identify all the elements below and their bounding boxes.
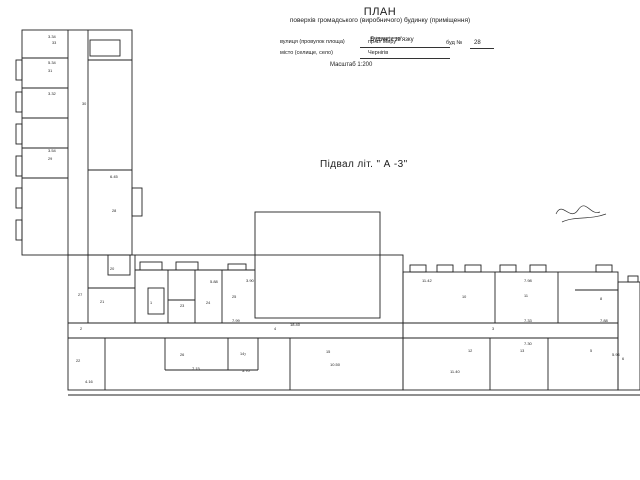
room-number-label: 23 [180, 304, 184, 308]
dimension-label: 4.16 [85, 379, 94, 384]
room-number-label: 7 [244, 353, 246, 357]
room-number-label: 14 [240, 352, 244, 356]
plan-subtitle: поверхів громадського (виробничого) буди… [289, 17, 471, 24]
room-number-label: 21 [100, 300, 104, 304]
room-number-label: 11 [524, 294, 528, 298]
staircase [107, 254, 131, 276]
dimension-label: 11.40 [450, 369, 460, 374]
window-bay [529, 264, 547, 273]
room-number-label: 1 [150, 301, 152, 305]
window-bay [436, 264, 454, 273]
east-end-block [617, 281, 640, 391]
dimension-label: 7.99 [232, 318, 241, 323]
room-number-label: 4 [274, 327, 276, 331]
house-underline [470, 48, 494, 49]
room-number-label: 33 [52, 41, 56, 45]
room-number-label: 20 [110, 267, 114, 271]
room-number-label: 2 [80, 327, 82, 331]
room-number-label: 24 [206, 301, 210, 305]
left-wing-outline [21, 29, 133, 256]
room-number-label: 13 [520, 349, 524, 353]
dimension-label: 5.70 [242, 368, 251, 373]
dimension-label: 18.40 [290, 322, 301, 327]
dimension-label: 7.15 [192, 366, 201, 371]
dimension-label: 11.42 [422, 278, 432, 283]
window-bay [15, 155, 23, 177]
dimension-label: 7.33 [524, 318, 533, 323]
room-number-label: 26 [180, 353, 184, 357]
city-value: Чернігів [368, 50, 389, 56]
window-bay [409, 264, 427, 273]
room-number-label: 25 [232, 295, 236, 299]
window-bay [15, 91, 23, 113]
window-bay [499, 264, 517, 273]
entrance-bay [131, 187, 143, 217]
dimension-label: 10.50 [330, 362, 341, 367]
room-number-label: 5 [590, 349, 592, 353]
room-number-label: 29 [48, 157, 52, 161]
plan-walls [15, 29, 640, 396]
dimension-label: 5.94 [612, 352, 621, 357]
dimension-label: 7.98 [524, 278, 533, 283]
street-underline [360, 47, 450, 48]
dimension-label: 7.30 [524, 341, 533, 346]
window-bay [175, 261, 199, 271]
dimension-label: 5.88 [210, 279, 219, 284]
room-number-label: 27 [78, 293, 82, 297]
city-label: місто (селище, село) [280, 50, 333, 56]
window-bay [15, 187, 23, 209]
staircase [147, 287, 165, 315]
room-number-label: 28 [112, 209, 116, 213]
dimension-label: 3.90 [246, 278, 255, 283]
dimension-label: 7.88 [600, 318, 609, 323]
window-bay [227, 263, 247, 271]
window-bay [15, 59, 23, 81]
street-note: (прізвище/назва) [370, 35, 402, 40]
house-label: буд № [446, 40, 463, 46]
dimension-label: 3.54 [48, 148, 57, 153]
window-bay [15, 219, 23, 241]
room-number-label: 3 [492, 327, 494, 331]
dimension-label: 3.32 [48, 91, 57, 96]
city-row: місто (селище, село) Чернігів [260, 50, 500, 59]
plan-title: ПЛАН [363, 6, 397, 18]
street-row: вулиця (провулок площа) пр-ст Миру [260, 39, 500, 48]
city-underline [360, 58, 450, 59]
floor-label: Підвал літ. " А -3" [320, 159, 408, 170]
dimension-label: 3.34 [48, 34, 57, 39]
window-bay [139, 261, 163, 271]
window-bay [595, 264, 613, 273]
window-bay [627, 275, 639, 283]
street-value: пр-ст Миру [368, 39, 397, 45]
room-number-label: 8 [600, 297, 602, 301]
dimension-label: 5.34 [48, 60, 57, 65]
room-number-label: 12 [468, 349, 472, 353]
scale-label: Масштаб 1:200 [330, 62, 373, 68]
house-number: 28 [474, 40, 481, 46]
room-number-label: 30 [82, 102, 86, 106]
window-bay [464, 264, 482, 273]
staircase [89, 39, 121, 57]
signature [555, 205, 607, 223]
street-label: вулиця (провулок площа) [280, 39, 345, 45]
room-number-label: 6 [622, 357, 624, 361]
window-bay [15, 123, 23, 145]
room-number-label: 31 [48, 69, 52, 73]
building-type: Будинок зв'язку [370, 37, 414, 43]
dimension-labels: 3.34 5.34 6.45 3.54 3.32 7.99 7.33 11.42 7.98 7.8… [48, 34, 621, 384]
dimension-label: 6.45 [110, 174, 119, 179]
courtyard-hall [254, 211, 381, 319]
room-number-label: 15 [326, 350, 330, 354]
room-number-label: 22 [76, 359, 80, 363]
room-number-label: 10 [462, 295, 466, 299]
